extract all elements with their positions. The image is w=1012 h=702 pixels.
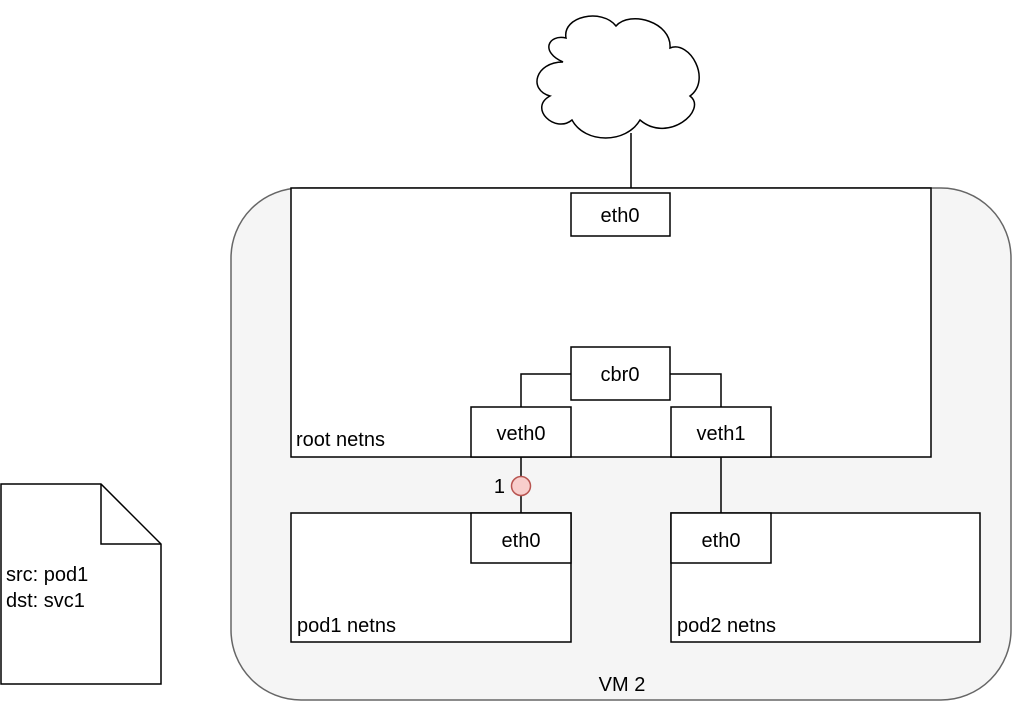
- cloud-icon: [536, 15, 700, 139]
- pod1-eth0-box: [470, 512, 572, 564]
- step-marker-number: 1: [494, 476, 505, 498]
- pod1-eth0-label: eth0: [502, 530, 541, 552]
- root-eth0-label: eth0: [601, 205, 640, 227]
- pod2-eth0-label: eth0: [702, 530, 741, 552]
- root-netns-label: root netns: [296, 429, 385, 451]
- veth1-label: veth1: [697, 423, 746, 445]
- veth0-box: [470, 406, 572, 458]
- veth0-label: veth0: [497, 423, 546, 445]
- step-marker: [510, 475, 532, 497]
- pod2-netns-label: pod2 netns: [677, 615, 776, 637]
- veth1-box: [670, 406, 772, 458]
- packet-dst-line: dst: svc1: [6, 590, 85, 612]
- pod2-eth0-box: [670, 512, 772, 564]
- cbr0-box: [570, 346, 671, 401]
- vm-label: VM 2: [599, 674, 646, 696]
- packet-document-icon: [0, 483, 162, 685]
- cbr0-label: cbr0: [601, 364, 640, 386]
- cbr0-to-veth1-link: [670, 373, 722, 407]
- cbr0-to-veth0-link: [520, 373, 571, 407]
- pod1-netns-label: pod1 netns: [297, 615, 396, 637]
- root-eth0-box: [570, 192, 671, 237]
- packet-fold-icon: [100, 484, 161, 545]
- packet-src-line: src: pod1: [6, 564, 88, 586]
